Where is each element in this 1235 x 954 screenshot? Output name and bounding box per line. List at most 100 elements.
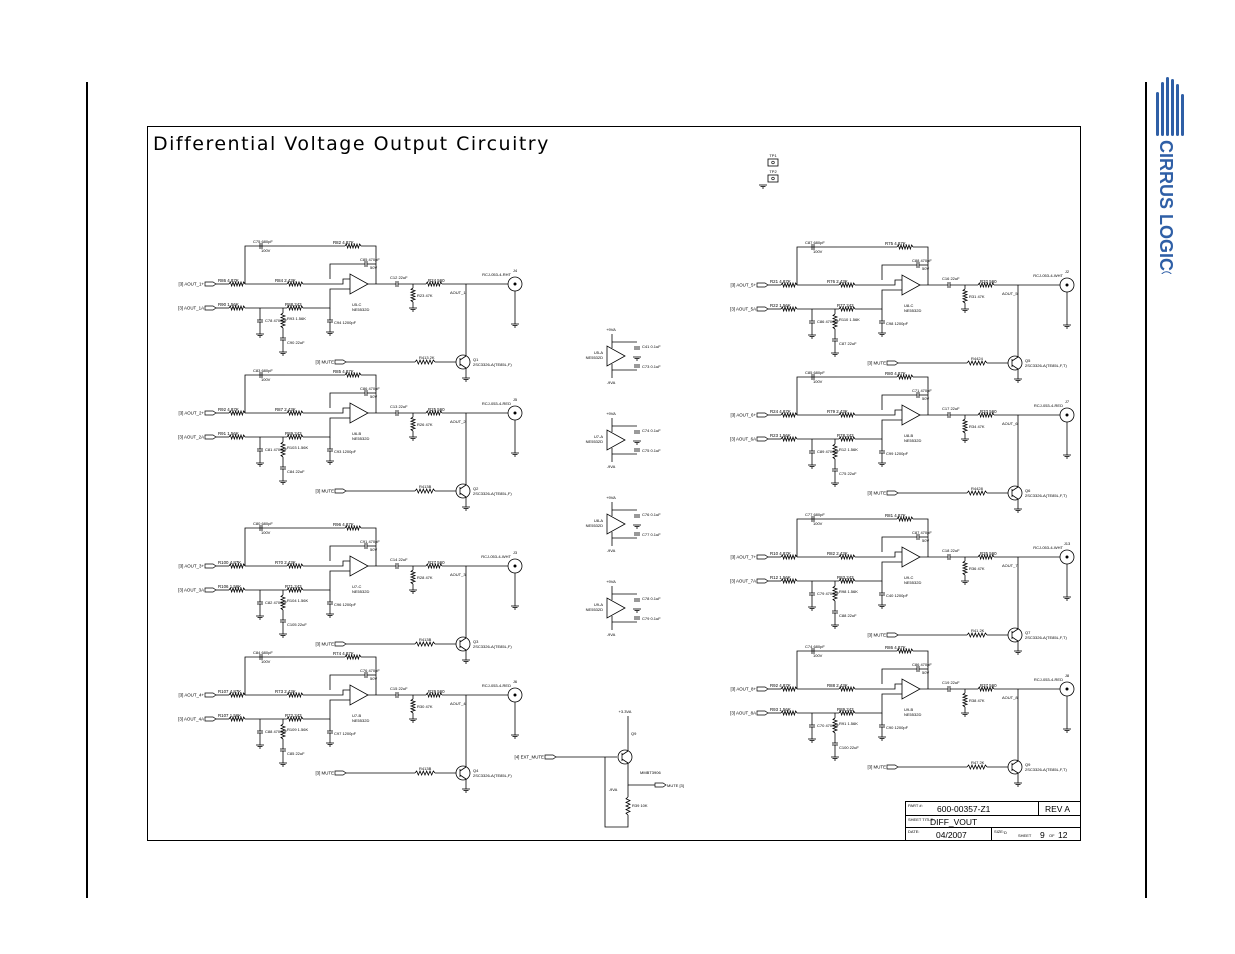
r-load-label: R28 47K [417, 575, 433, 580]
shunt-resistor [831, 717, 839, 734]
c-filter-voltage: 50V [370, 394, 377, 399]
c-filter-label: C91 470pF [360, 539, 380, 544]
decoupling-cap-label: C76 0.1uF [642, 512, 661, 517]
series-resistor [977, 411, 995, 419]
port-flag-icon [886, 764, 899, 770]
wire [855, 419, 902, 440]
opamp-ref: U8-A [594, 518, 603, 523]
c-filter-voltage: 50V [370, 676, 377, 681]
input-port: [3] MUTE [315, 641, 347, 647]
mid-resistor [838, 435, 856, 443]
shunt-capacitor [809, 592, 815, 596]
ground-icon [878, 332, 886, 337]
mid-resistor [286, 715, 304, 723]
shunt-resistor [831, 443, 839, 460]
opamp-ref: U8-C [904, 303, 913, 308]
port-label: [3] AOUT_7+ [730, 555, 756, 560]
mid-resistor [286, 409, 304, 417]
r-in-pos-label: R107 4.87K [218, 689, 241, 694]
port-label: [3] MUTE [867, 491, 886, 496]
transistor-ref: Q9 [1025, 762, 1031, 767]
ground-icon [462, 377, 470, 382]
shunt-capacitor [257, 730, 263, 734]
feedback-cap-voltage: 100V [813, 379, 823, 384]
mid-resistor [286, 280, 304, 288]
output-net-label: AOUT_5 [1002, 291, 1018, 296]
rca-jack-icon [507, 687, 523, 703]
feedback-capacitor [259, 525, 263, 531]
feedback-capacitor [811, 244, 815, 250]
test-point-pin [771, 176, 775, 181]
ground-icon [633, 440, 641, 445]
ground-icon [961, 712, 969, 717]
output-net-label: AOUT_1 [450, 290, 466, 295]
mute-resistor [966, 631, 988, 639]
port-flag-icon [204, 563, 217, 569]
r-load-label: R26 47K [417, 422, 433, 427]
r-shunt-label: R104 1.56K [287, 598, 308, 603]
feedback-capacitor [259, 243, 263, 249]
ground-icon [256, 615, 264, 620]
c-elec-label: C85 22uF [287, 751, 305, 756]
mid-resistor [838, 411, 856, 419]
tb-sheet-cell: SIZE: D SHEET 9 OF 12 [992, 828, 1081, 841]
opamp-icon [606, 429, 626, 451]
c-out-filter-label: C99 1200pF [886, 451, 909, 456]
r-shunt-label: R12 1.56K [839, 447, 858, 452]
c-filter-voltage: 50V [922, 670, 929, 675]
feedback-capacitor [811, 374, 815, 380]
transistor-part: 2SC3326-A(TE85L,F,T) [1025, 635, 1067, 640]
r-in-neg-label: R107 1.56K [218, 713, 241, 718]
load-resistor [961, 418, 969, 434]
load-resistor [409, 698, 417, 714]
c-out-filter-label: C94 1200pF [334, 320, 357, 325]
transistor-collector [1011, 628, 1019, 634]
wire [855, 289, 902, 310]
wire [244, 527, 285, 566]
port-label: [3] MUTE [867, 633, 886, 638]
feedback-cap-label: C80 680pF [253, 521, 273, 526]
r-mute-label: R4428 [971, 486, 984, 491]
tb-size: D [1004, 830, 1007, 835]
electrolytic-capacitor [280, 466, 286, 470]
input-resistor [780, 577, 798, 585]
tb-sheet-number: 9 [1040, 830, 1045, 840]
wire [361, 374, 377, 413]
wire [855, 551, 902, 558]
input-port: [3] AOUT_3A [178, 588, 217, 593]
c-out-filter-label: C97 1200pF [334, 731, 357, 736]
supply-pos-label: +9VA [606, 495, 616, 500]
electrolytic-capacitor [832, 468, 838, 472]
jack-part: RCJ-053-4-RED [1034, 403, 1063, 408]
opamp-icon [349, 684, 369, 706]
series-resistor [977, 281, 995, 289]
wire [796, 518, 837, 557]
c-elec-label: C100 22uF [839, 745, 859, 750]
r-mid-pos-label: R70 2.43K [275, 560, 296, 565]
wire [303, 699, 350, 720]
port-flag-icon [334, 641, 347, 647]
c-filter-voltage: 50V [922, 396, 929, 401]
transistor-collector [1011, 486, 1019, 492]
wire [881, 536, 917, 552]
port-flag-icon [886, 632, 899, 638]
r-mid-neg-label: R89 243 [837, 707, 854, 712]
input-port: [3] AOUT_1+ [178, 282, 217, 287]
rca-jack-icon [1059, 407, 1075, 423]
load-resistor [409, 416, 417, 432]
opamp-ref: U9-A [594, 602, 603, 607]
ground-icon [831, 352, 839, 357]
decoupling-capacitor [634, 514, 640, 518]
feedback-cap-label: C74 680pF [805, 644, 825, 649]
wire [881, 394, 917, 410]
electrolytic-capacitor [832, 742, 838, 746]
port-flag-icon [334, 488, 347, 494]
test-point-box [767, 158, 779, 167]
input-port: [3] MUTE [315, 360, 347, 365]
cirrus-logic-logo: CIRRUS LOGIC® [1156, 77, 1184, 274]
shunt-capacitor [809, 320, 815, 324]
